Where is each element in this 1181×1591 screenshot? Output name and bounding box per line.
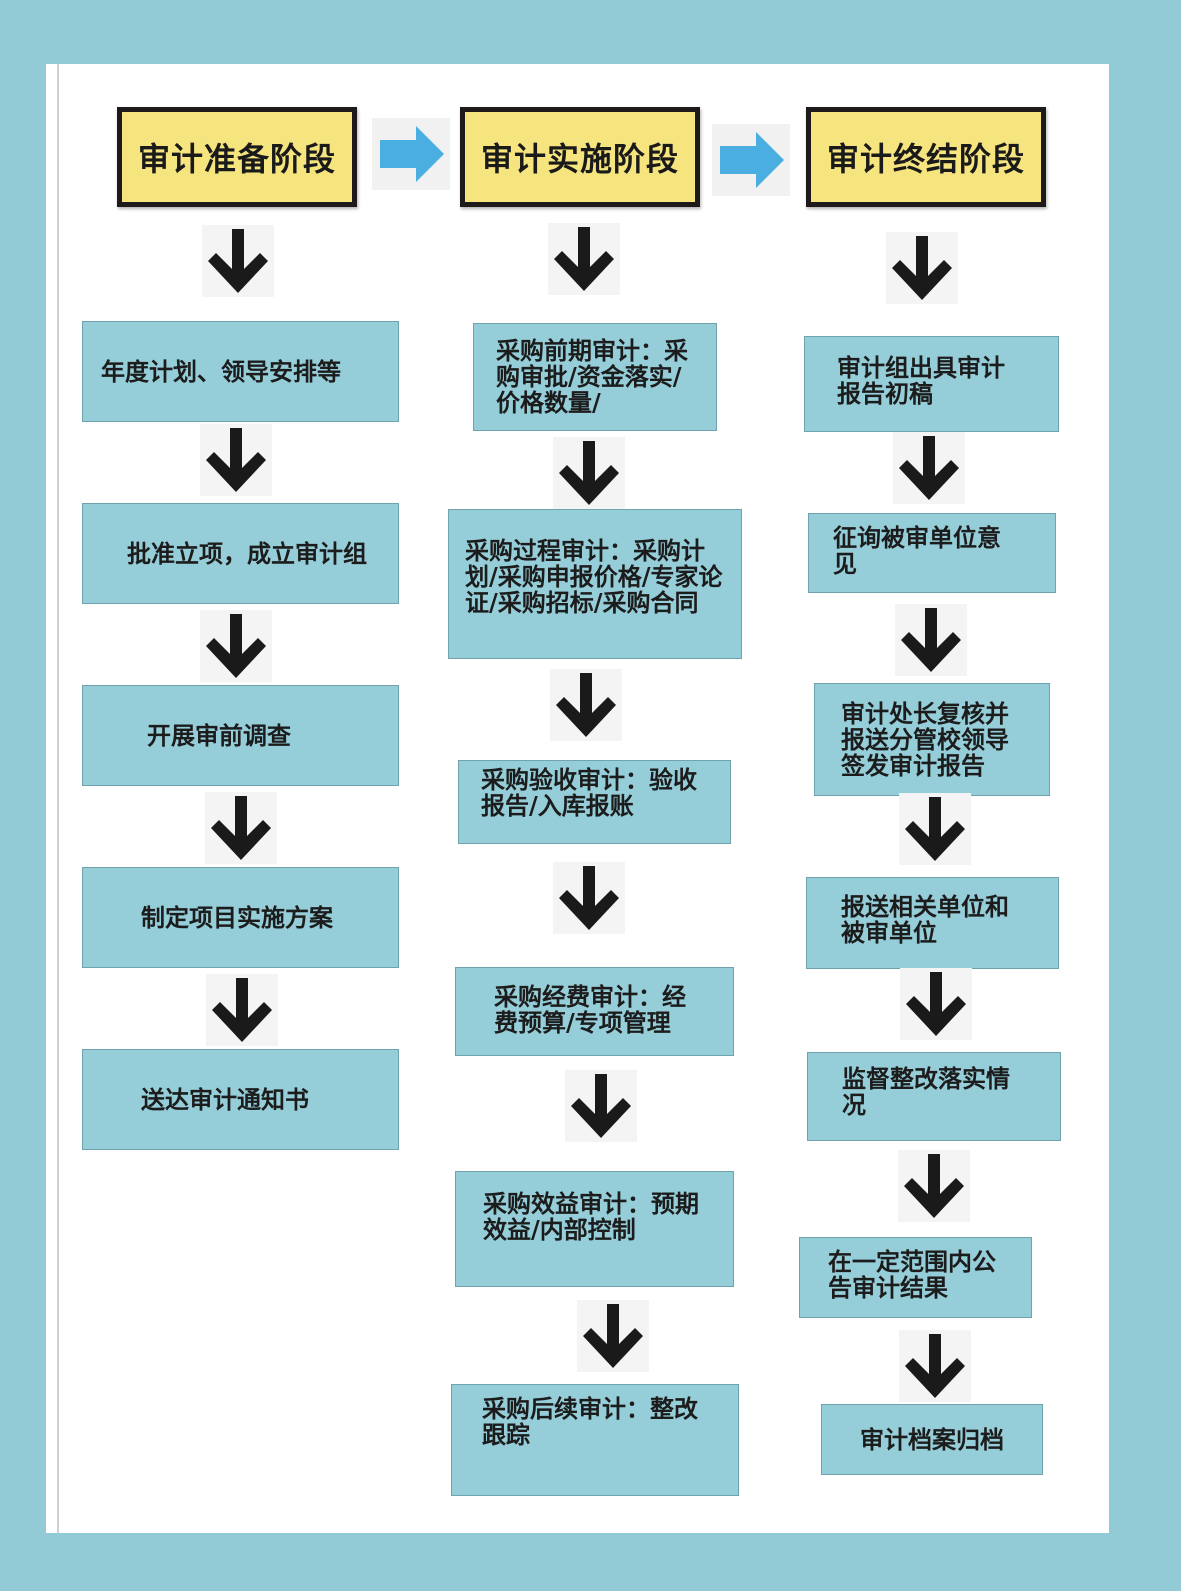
down-arrow-icon [200,424,272,496]
step-box: 采购过程审计：采购计划/采购申报价格/专家论证/采购招标/采购合同 [448,509,742,659]
step-label: 审计处长复核并报送分管校领导签发审计报告 [841,698,1009,780]
down-arrow-icon [206,974,278,1046]
step-box: 审计档案归档 [821,1404,1043,1475]
step-box: 年度计划、领导安排等 [82,321,399,422]
down-arrow-icon [553,862,625,934]
step-label: 开展审前调查 [147,720,291,750]
step-box: 采购后续审计：整改跟踪 [451,1384,739,1496]
step-box: 审计处长复核并报送分管校领导签发审计报告 [814,683,1050,796]
step-box: 开展审前调查 [82,685,399,786]
step-label: 采购后续审计：整改跟踪 [482,1394,698,1449]
down-arrow-icon [205,792,277,864]
down-arrow-icon [200,610,272,682]
step-label: 送达审计通知书 [141,1084,309,1114]
step-box: 采购经费审计：经费预算/专项管理 [455,967,734,1056]
stage-label: 审计准备阶段 [137,140,336,178]
panel-edge-line [57,64,59,1533]
step-label: 报送相关单位和被审单位 [841,892,1009,947]
down-arrow-icon [886,232,958,304]
stage-label: 审计终结阶段 [826,140,1025,178]
down-arrow-icon [899,1330,971,1402]
step-label: 采购效益审计：预期效益/内部控制 [483,1189,699,1244]
stage-preparation: 审计准备阶段 [117,107,357,207]
step-label: 采购经费审计：经费预算/专项管理 [494,981,686,1037]
down-arrow-icon [565,1070,637,1142]
step-label: 征询被审单位意见 [833,523,1001,578]
step-box: 报送相关单位和被审单位 [806,877,1059,969]
step-box: 监督整改落实情况 [807,1052,1061,1141]
step-box: 批准立项，成立审计组 [82,503,399,604]
step-box: 送达审计通知书 [82,1049,399,1150]
down-arrow-icon [899,793,971,865]
down-arrow-icon [898,1150,970,1222]
step-box: 采购验收审计：验收报告/入库报账 [458,760,731,844]
stage-conclusion: 审计终结阶段 [806,107,1046,207]
step-label: 采购前期审计：采购审批/资金落实/价格数量/ [496,336,688,417]
down-arrow-icon [553,437,625,509]
stage-implementation: 审计实施阶段 [460,107,700,207]
step-label: 采购验收审计：验收报告/入库报账 [481,765,697,820]
down-arrow-icon [548,223,620,295]
step-label: 监督整改落实情况 [842,1063,1010,1119]
down-arrow-icon [577,1300,649,1372]
step-box: 制定项目实施方案 [82,867,399,968]
step-label: 审计组出具审计报告初稿 [837,353,1005,408]
right-arrow-icon [372,118,450,190]
step-label: 批准立项，成立审计组 [127,538,367,568]
down-arrow-icon [895,604,967,676]
down-arrow-icon [550,669,622,741]
step-box: 审计组出具审计报告初稿 [804,336,1059,432]
step-box: 采购效益审计：预期效益/内部控制 [455,1171,734,1287]
step-box: 在一定范围内公告审计结果 [799,1237,1032,1318]
step-label: 采购过程审计：采购计划/采购申报价格/专家论证/采购招标/采购合同 [465,536,723,617]
stage-label: 审计实施阶段 [480,140,679,178]
step-label: 审计档案归档 [860,1424,1004,1454]
step-label: 在一定范围内公告审计结果 [828,1246,996,1302]
down-arrow-icon [893,432,965,504]
right-arrow-icon [712,124,790,196]
step-label: 年度计划、领导安排等 [101,356,341,386]
step-label: 制定项目实施方案 [141,902,333,932]
down-arrow-icon [202,225,274,297]
step-box: 征询被审单位意见 [808,513,1056,593]
step-box: 采购前期审计：采购审批/资金落实/价格数量/ [473,323,717,431]
down-arrow-icon [900,968,972,1040]
